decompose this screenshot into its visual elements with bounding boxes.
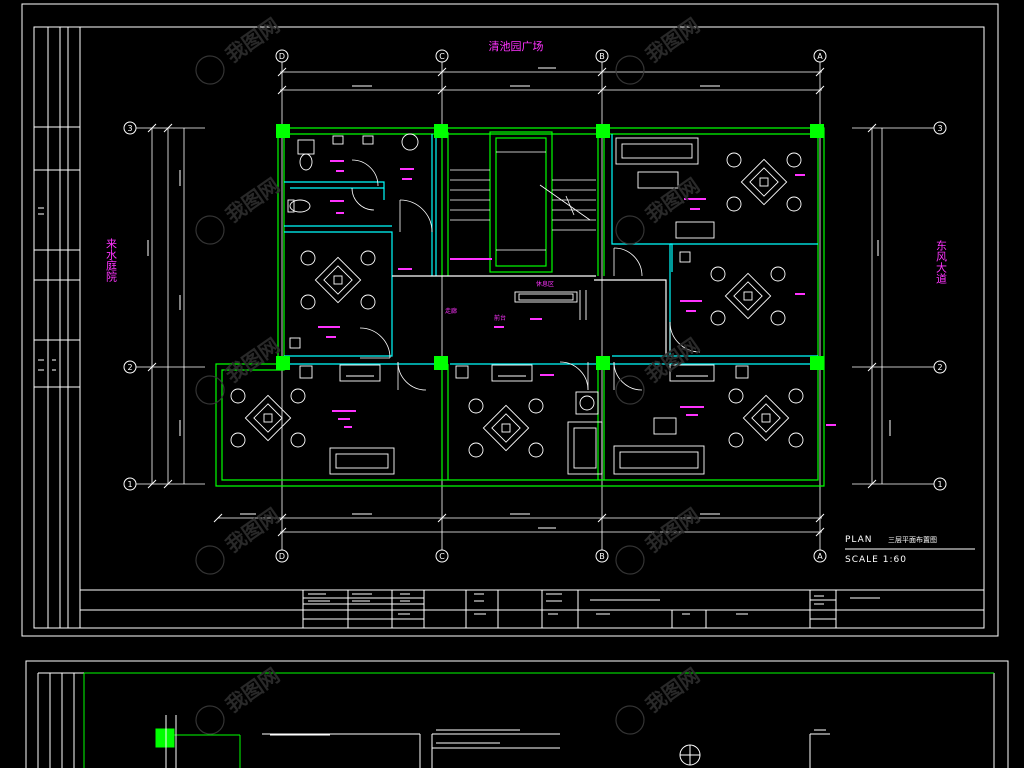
axis-bubble-top-1	[275, 49, 289, 63]
tv-cabinets	[299, 364, 749, 382]
axis-bubble-right-2	[933, 360, 947, 374]
axis-grid	[136, 62, 934, 560]
row-number-right-1: 1	[937, 480, 942, 489]
axis-letter-top-a: A	[817, 52, 823, 61]
meeting-table-set-2	[230, 388, 395, 475]
door-swings	[351, 159, 701, 391]
axis-bubble-bottom-4	[813, 549, 827, 563]
axis-letter-bottom-d: D	[279, 552, 285, 561]
meeting-table-set-4	[615, 137, 802, 239]
row-number-left-1: 1	[127, 480, 132, 489]
axis-bubble-top-3	[595, 49, 609, 63]
watermark-text-5: 我图网	[221, 663, 284, 717]
axis-letter-top-d: D	[279, 52, 285, 61]
watermark-text-8: 我图网	[641, 333, 704, 387]
meeting-table-set-6	[613, 388, 804, 475]
center-area-label: 休息区	[536, 280, 554, 288]
scale-text: SCALE 1:60	[845, 555, 907, 565]
watermark-text-7: 我图网	[641, 173, 704, 227]
meeting-table-set-3	[468, 391, 603, 475]
corridor-label: 走廊	[445, 307, 457, 315]
axis-bubble-top-2	[435, 49, 449, 63]
row-number-left-2: 2	[127, 363, 132, 372]
axis-bubble-bottom-2	[435, 549, 449, 563]
axis-bubble-bottom-3	[595, 549, 609, 563]
row-number-right-3: 3	[937, 124, 942, 133]
axis-letter-bottom-b: B	[599, 552, 605, 561]
top-street-label: 清池园广场	[489, 39, 544, 53]
axis-bubble-left-3	[123, 477, 137, 491]
axis-letter-bottom-a: A	[817, 552, 823, 561]
watermark-text-10: 我图网	[641, 663, 704, 717]
plan-word: PLAN	[845, 535, 873, 545]
row-number-left-3: 3	[127, 124, 132, 133]
axis-bubble-right-3	[933, 477, 947, 491]
reception-counter	[514, 290, 587, 320]
left-side-label: 来水庭院	[105, 238, 118, 282]
row-number-right-2: 2	[937, 363, 942, 372]
toilet-fixtures	[287, 133, 419, 349]
meeting-table-set-1	[300, 250, 376, 310]
axis-bubble-labels: D C B A D C B A 3 2 1 3 2 1	[127, 52, 942, 561]
watermark-text-1: 我图网	[221, 13, 284, 67]
watermark-text-3: 我图网	[221, 333, 284, 387]
dimension-ticks	[147, 67, 877, 537]
axis-bubble-left-1	[123, 121, 137, 135]
watermark-text-9: 我图网	[641, 503, 704, 557]
second-sheet-frame	[25, 660, 1009, 768]
drawing-frame	[21, 3, 999, 637]
axis-letter-top-b: B	[599, 52, 605, 61]
axis-bubbles	[123, 49, 947, 563]
watermark-text-6: 我图网	[641, 13, 704, 67]
axis-bubble-left-2	[123, 360, 137, 374]
room-annotation-marks	[318, 160, 836, 428]
axis-letter-bottom-c: C	[439, 552, 445, 561]
plan-title-block: PLAN 三层平面布置图 SCALE 1:60	[845, 535, 975, 565]
title-block-text-marks	[38, 207, 880, 744]
dimension-text-strokes	[147, 67, 891, 529]
axis-bubble-top-4	[813, 49, 827, 63]
watermark-text-4: 我图网	[221, 503, 284, 557]
watermark-text-2: 我图网	[221, 173, 284, 227]
right-side-label: 东风大道	[935, 240, 948, 284]
lobby-label: 前台	[494, 314, 506, 322]
stair-treads	[450, 151, 596, 251]
axis-bubble-right-1	[933, 121, 947, 135]
meeting-table-set-5	[679, 251, 786, 326]
structural-columns	[276, 124, 824, 370]
plan-title: 三层平面布置图	[888, 535, 937, 544]
axis-letter-top-c: C	[439, 52, 445, 61]
floor-plan-walls	[215, 127, 825, 487]
axis-bubble-bottom-1	[275, 549, 289, 563]
